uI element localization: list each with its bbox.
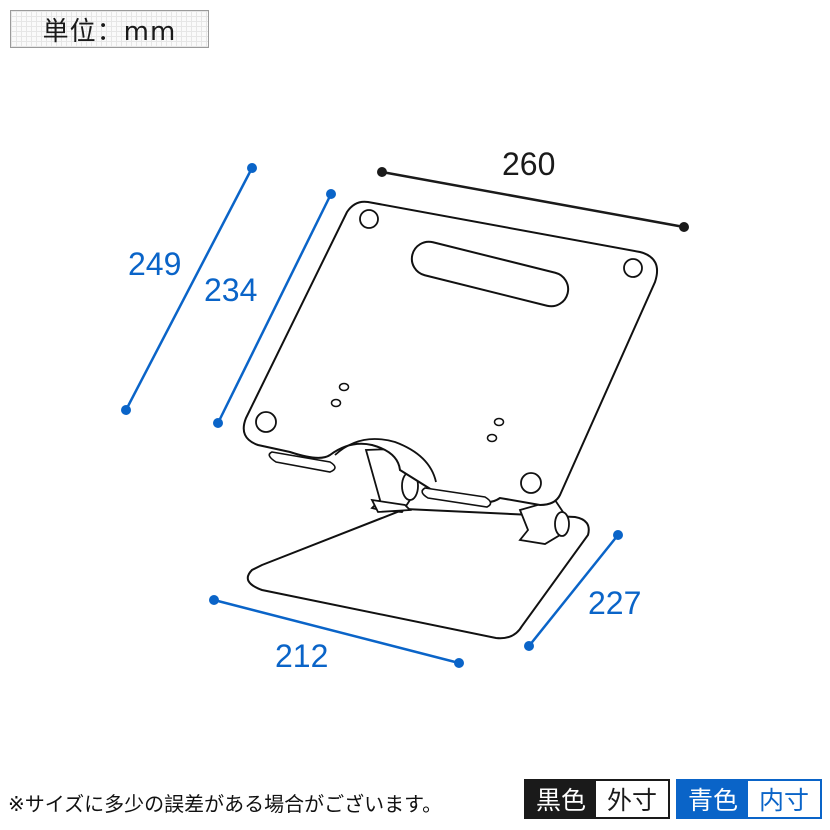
legend-inner: 青色 内寸 xyxy=(676,779,822,819)
legend-outer: 黒色 外寸 xyxy=(524,779,670,819)
unit-label: 単位：mm xyxy=(10,10,209,48)
legend-inner-key: 青色 xyxy=(678,781,748,817)
dim-outer-height: 249 xyxy=(128,246,182,282)
right-hinge xyxy=(518,498,570,545)
base-plate xyxy=(246,507,590,640)
legend-inner-value: 内寸 xyxy=(748,781,820,817)
dim-base-width: 212 xyxy=(275,638,329,674)
legend-outer-key: 黒色 xyxy=(526,781,596,817)
right-stopper xyxy=(421,487,492,508)
dim-inner-height: 234 xyxy=(204,272,258,308)
dimension-line-base-width xyxy=(209,595,464,668)
dim-width: 260 xyxy=(502,146,556,182)
dimension-line-base-depth xyxy=(524,530,623,651)
dim-base-depth: 227 xyxy=(588,585,642,621)
dimension-line-inner-height xyxy=(213,189,336,428)
dimension-line-outer-height xyxy=(121,163,257,415)
legend-outer-value: 外寸 xyxy=(596,781,668,817)
tolerance-note: ※サイズに多少の誤差がある場合がございます。 xyxy=(8,792,443,816)
dimension-line-width xyxy=(377,167,689,232)
left-stopper xyxy=(268,451,336,473)
handle-slot xyxy=(410,240,570,308)
